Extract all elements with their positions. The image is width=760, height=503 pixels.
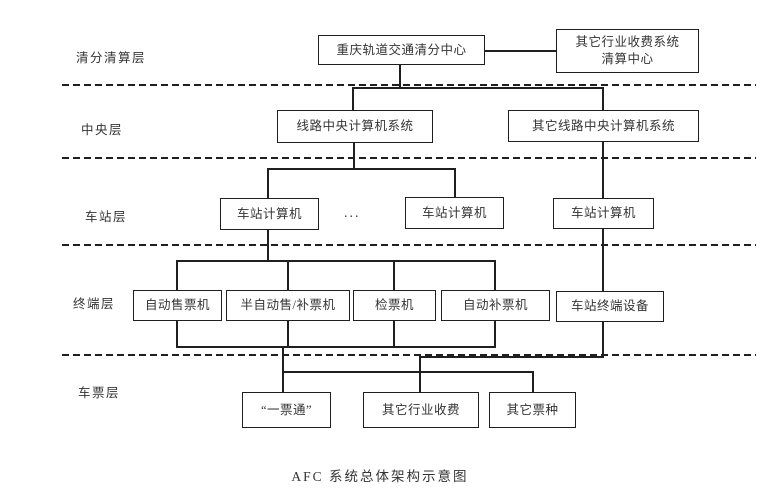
node-label: 车站计算机 xyxy=(236,206,302,221)
edge-station3-to-terminal xyxy=(602,229,604,292)
node-label: 其它票种 xyxy=(506,402,559,417)
edge-terminal-to-ticket-drop xyxy=(282,346,284,373)
diagram-caption: AFC 系统总体架构示意图 xyxy=(291,469,469,484)
node-label: 其它行业收费 xyxy=(381,402,460,417)
edge-semi-tvm-down xyxy=(287,320,289,348)
node-label: 车站终端设备 xyxy=(570,299,649,314)
node-line-central-computer-system: 线路中央计算机系统 xyxy=(277,110,433,143)
edge-drop-other-ticket xyxy=(532,371,534,393)
edge-terminal-bottom-bus xyxy=(176,346,496,348)
node-chongqing-clearing-center: 重庆轨道交通清分中心 xyxy=(318,35,485,65)
edge-drop-semi-tvm xyxy=(287,260,289,291)
node-station-computer-3: 车站计算机 xyxy=(553,198,654,229)
edge-station1-drop xyxy=(267,229,269,262)
edge-terminal-equipment-drop xyxy=(602,321,604,358)
node-station-terminal-equipment: 车站终端设备 xyxy=(556,291,664,322)
layer-label-station: 车站层 xyxy=(85,210,128,224)
node-label: 车站计算机 xyxy=(570,206,636,221)
edge-line-central-drop xyxy=(353,142,355,169)
node-label: 其它线路中央计算机系统 xyxy=(531,118,675,133)
edge-clearing-to-other-clearing xyxy=(484,50,557,52)
node-other-industry-clearing-center: 其它行业收费系统 清算中心 xyxy=(556,29,699,73)
node-label: “一票通” xyxy=(260,402,313,417)
node-automatic-fare-adjustment-machine: 自动补票机 xyxy=(441,290,550,321)
edge-drop-yipiaotong xyxy=(282,371,284,393)
layer-label-central: 中央层 xyxy=(81,123,124,137)
node-yipiaotong-card: “一票通” xyxy=(242,392,331,428)
edge-drop-other-industry-fee xyxy=(419,356,421,393)
edge-drop-other-line-central xyxy=(602,87,604,111)
edge-drop-gate xyxy=(393,260,395,291)
layer-label-clearing: 清分清算层 xyxy=(76,51,147,65)
edge-drop-station2 xyxy=(454,168,456,198)
edge-avm-down xyxy=(494,320,496,348)
node-semi-automatic-ticket-machine: 半自动售/补票机 xyxy=(226,290,350,321)
edge-tvm-down xyxy=(176,320,178,348)
edge-drop-avm xyxy=(494,260,496,291)
node-label: 自动补票机 xyxy=(462,298,528,313)
node-ticket-gate: 检票机 xyxy=(353,290,436,321)
ellipsis-more-stations: ... xyxy=(344,206,361,221)
edge-drop-tvm xyxy=(176,260,178,291)
node-station-computer-1: 车站计算机 xyxy=(220,198,319,230)
edge-drop-station1 xyxy=(267,168,269,199)
edge-terminal-top-bus xyxy=(176,260,496,262)
edge-gate-down xyxy=(393,320,395,348)
node-label: 车站计算机 xyxy=(421,205,487,220)
node-other-line-central-computer-system: 其它线路中央计算机系统 xyxy=(508,110,699,142)
edge-ticket-bus xyxy=(282,371,534,373)
edge-station-bus xyxy=(267,168,456,170)
layer-divider-3 xyxy=(62,244,756,246)
layer-divider-4 xyxy=(62,354,756,356)
node-label: 半自动售/补票机 xyxy=(240,298,336,313)
edge-right-branch-horizontal xyxy=(419,356,604,358)
edge-central-bus xyxy=(352,87,604,89)
node-label-line2: 清算中心 xyxy=(601,52,654,66)
edge-drop-line-central xyxy=(352,87,354,111)
layer-divider-1 xyxy=(62,84,756,86)
edge-other-line-to-station3 xyxy=(602,141,604,199)
edge-clearing-drop xyxy=(399,64,401,89)
node-label-line1: 其它行业收费系统 xyxy=(575,34,680,49)
node-other-industry-fee: 其它行业收费 xyxy=(363,392,479,428)
node-other-ticket-types: 其它票种 xyxy=(489,392,576,428)
layer-label-ticket: 车票层 xyxy=(78,386,121,400)
layer-label-terminal: 终端层 xyxy=(73,297,116,311)
node-label: 检票机 xyxy=(374,298,414,313)
node-label: 重庆轨道交通清分中心 xyxy=(336,42,467,57)
node-station-computer-2: 车站计算机 xyxy=(405,197,504,229)
node-label: 线路中央计算机系统 xyxy=(296,119,414,134)
node-automatic-ticket-vending-machine: 自动售票机 xyxy=(133,290,222,321)
layer-divider-2 xyxy=(62,157,756,159)
node-label: 自动售票机 xyxy=(144,298,210,313)
